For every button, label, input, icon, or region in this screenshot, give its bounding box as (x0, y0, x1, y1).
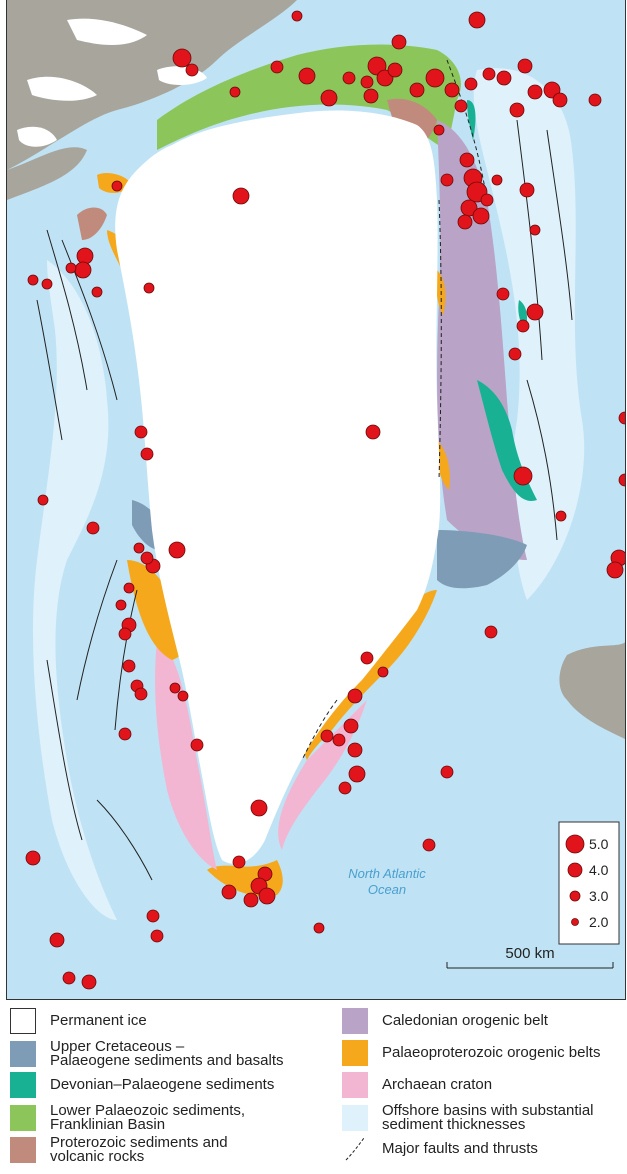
map-frame: North Atlantic Ocean 5.0 4.0 3.0 2.0 500… (6, 0, 626, 1000)
legend-permanent-ice: Permanent ice (10, 1008, 147, 1034)
magnitude-legend-label-2: 2.0 (589, 914, 609, 930)
magnitude-legend-symbol-2 (571, 918, 579, 926)
legend-swatch-offshore (342, 1105, 368, 1131)
legend-label-devonian: Devonian–Palaeogene sediments (50, 1076, 275, 1093)
geological-map: North Atlantic Ocean 5.0 4.0 3.0 2.0 500… (7, 0, 625, 999)
legend-lower-palaeozoic: Lower Palaeozoic sediments, Franklinian … (10, 1102, 246, 1133)
scale-bar: 500 km (446, 945, 614, 969)
earthquakes (25, 10, 625, 990)
legend-label-lower-palaeozoic: Lower Palaeozoic sediments, Franklinian … (50, 1102, 246, 1133)
other-land (7, 0, 625, 740)
legend-label-upper-cretaceous: Upper Cretaceous – Palaeogene sediments … (50, 1038, 284, 1069)
magnitude-legend-label-4: 4.0 (589, 862, 609, 878)
scale-bar-label: 500 km (505, 945, 554, 962)
legend-label-proterozoic: Proterozoic sediments and volcanic rocks (50, 1134, 228, 1165)
legend-label-offshore: Offshore basins with substantial sedimen… (382, 1102, 594, 1133)
legend-swatch-ice (10, 1008, 36, 1034)
legend-upper-cretaceous: Upper Cretaceous – Palaeogene sediments … (10, 1038, 284, 1069)
magnitude-legend-symbol-3 (569, 890, 581, 902)
legend-label-ice: Permanent ice (50, 1012, 147, 1029)
legend-swatch-devonian (10, 1072, 36, 1098)
legend-label-archaean: Archaean craton (382, 1076, 493, 1093)
ocean-label-line1: North Atlantic (348, 866, 426, 881)
legend-offshore: Offshore basins with substantial sedimen… (342, 1102, 594, 1133)
magnitude-legend-label-5: 5.0 (589, 836, 609, 852)
legend-caledonian: Caledonian orogenic belt (342, 1008, 548, 1034)
legend-faults: Major faults and thrusts (342, 1136, 538, 1162)
legend-swatch-lower-palaeozoic (10, 1105, 36, 1131)
legend-label-palaeoproterozoic: Palaeoproterozoic orogenic belts (382, 1044, 601, 1061)
legend-swatch-upper-cretaceous (10, 1041, 36, 1067)
ocean-label-line2: Ocean (368, 882, 406, 897)
legend-swatch-palaeoproterozoic (342, 1040, 368, 1066)
magnitude-legend: 5.0 4.0 3.0 2.0 (558, 821, 620, 945)
magnitude-legend-symbol-4 (567, 862, 583, 878)
legend-label-faults: Major faults and thrusts (382, 1140, 538, 1157)
legend-swatch-faults (342, 1136, 368, 1162)
fault-line-icon (345, 1137, 365, 1161)
legend: Permanent ice Upper Cretaceous – Palaeog… (10, 1008, 622, 1174)
offshore-basins (32, 68, 585, 920)
magnitude-legend-label-3: 3.0 (589, 888, 609, 904)
ice-sheet (115, 110, 441, 864)
legend-swatch-proterozoic (10, 1137, 36, 1163)
legend-swatch-archaean (342, 1072, 368, 1098)
faults (36, 59, 573, 881)
legend-devonian: Devonian–Palaeogene sediments (10, 1072, 274, 1098)
legend-palaeoproterozoic: Palaeoproterozoic orogenic belts (342, 1040, 600, 1066)
legend-archaean: Archaean craton (342, 1072, 492, 1098)
legend-proterozoic: Proterozoic sediments and volcanic rocks (10, 1134, 228, 1165)
magnitude-legend-symbol-5 (565, 834, 585, 854)
legend-label-caledonian: Caledonian orogenic belt (382, 1012, 548, 1029)
legend-swatch-caledonian (342, 1008, 368, 1034)
other-land-glaciers (17, 18, 207, 147)
